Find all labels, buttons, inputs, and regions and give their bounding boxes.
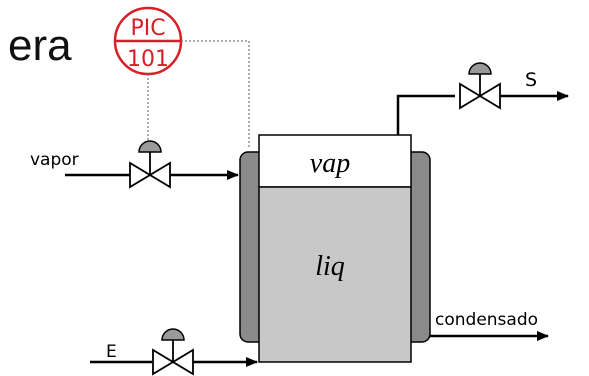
outlet-valve[interactable] [459,62,501,110]
valve-actuator [138,140,162,153]
condensate-stream-label: condensado [435,310,538,330]
feed-valve[interactable] [152,328,194,376]
vapor-control-valve[interactable] [129,140,171,189]
valve-actuator [468,62,492,75]
feed-stream-label: E [106,342,117,362]
vessel: vap liq [258,134,412,363]
title-fragment: era [8,21,72,70]
instrument-tag-top: PIC [130,16,165,41]
instrument-tag-bottom: 101 [127,47,169,72]
outlet-line [396,94,455,135]
vapor-label: vap [310,148,350,179]
vapor-space [258,134,412,188]
vapor-stream-label: vapor [30,150,79,170]
liquid-space [258,186,412,363]
valve-actuator [161,328,185,341]
signal-line-vessel [181,40,250,149]
pic-101-instrument[interactable]: PIC 101 [113,6,183,76]
outlet-stream-label: S [525,69,537,91]
liquid-label: liq [315,251,345,282]
